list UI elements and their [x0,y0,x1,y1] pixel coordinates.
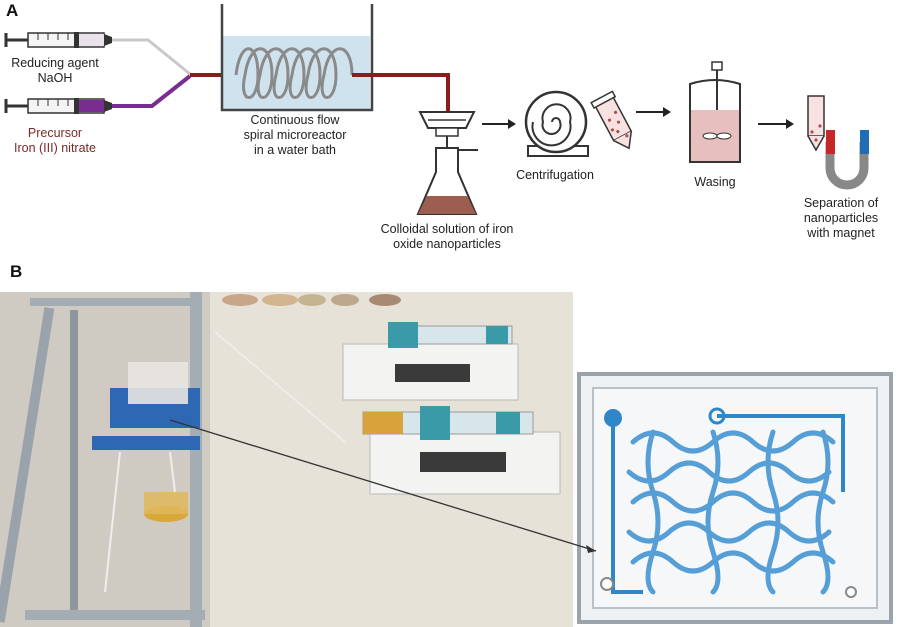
syringe-precursor [4,98,112,114]
setup-photo [0,292,573,627]
washing-label: Wasing [694,175,736,189]
microchip-image [573,292,898,627]
syringe-reducing-agent [4,32,112,48]
tube-red-out [352,73,450,112]
centrifugation-label: Centrifugation [516,168,594,182]
process-schematic [4,4,869,215]
panel-a-letter: A [6,1,19,20]
magnet-separation [807,95,869,190]
centrifuge-tube [590,90,633,150]
water-bath [220,4,374,112]
tube-precursor [112,74,192,108]
centrifuge [524,90,589,157]
flow-arrows [482,107,794,129]
tube-reducing [112,38,191,76]
panel-b-letter: B [10,262,23,281]
filtration-flask [416,111,478,215]
washing-beaker [689,61,741,163]
